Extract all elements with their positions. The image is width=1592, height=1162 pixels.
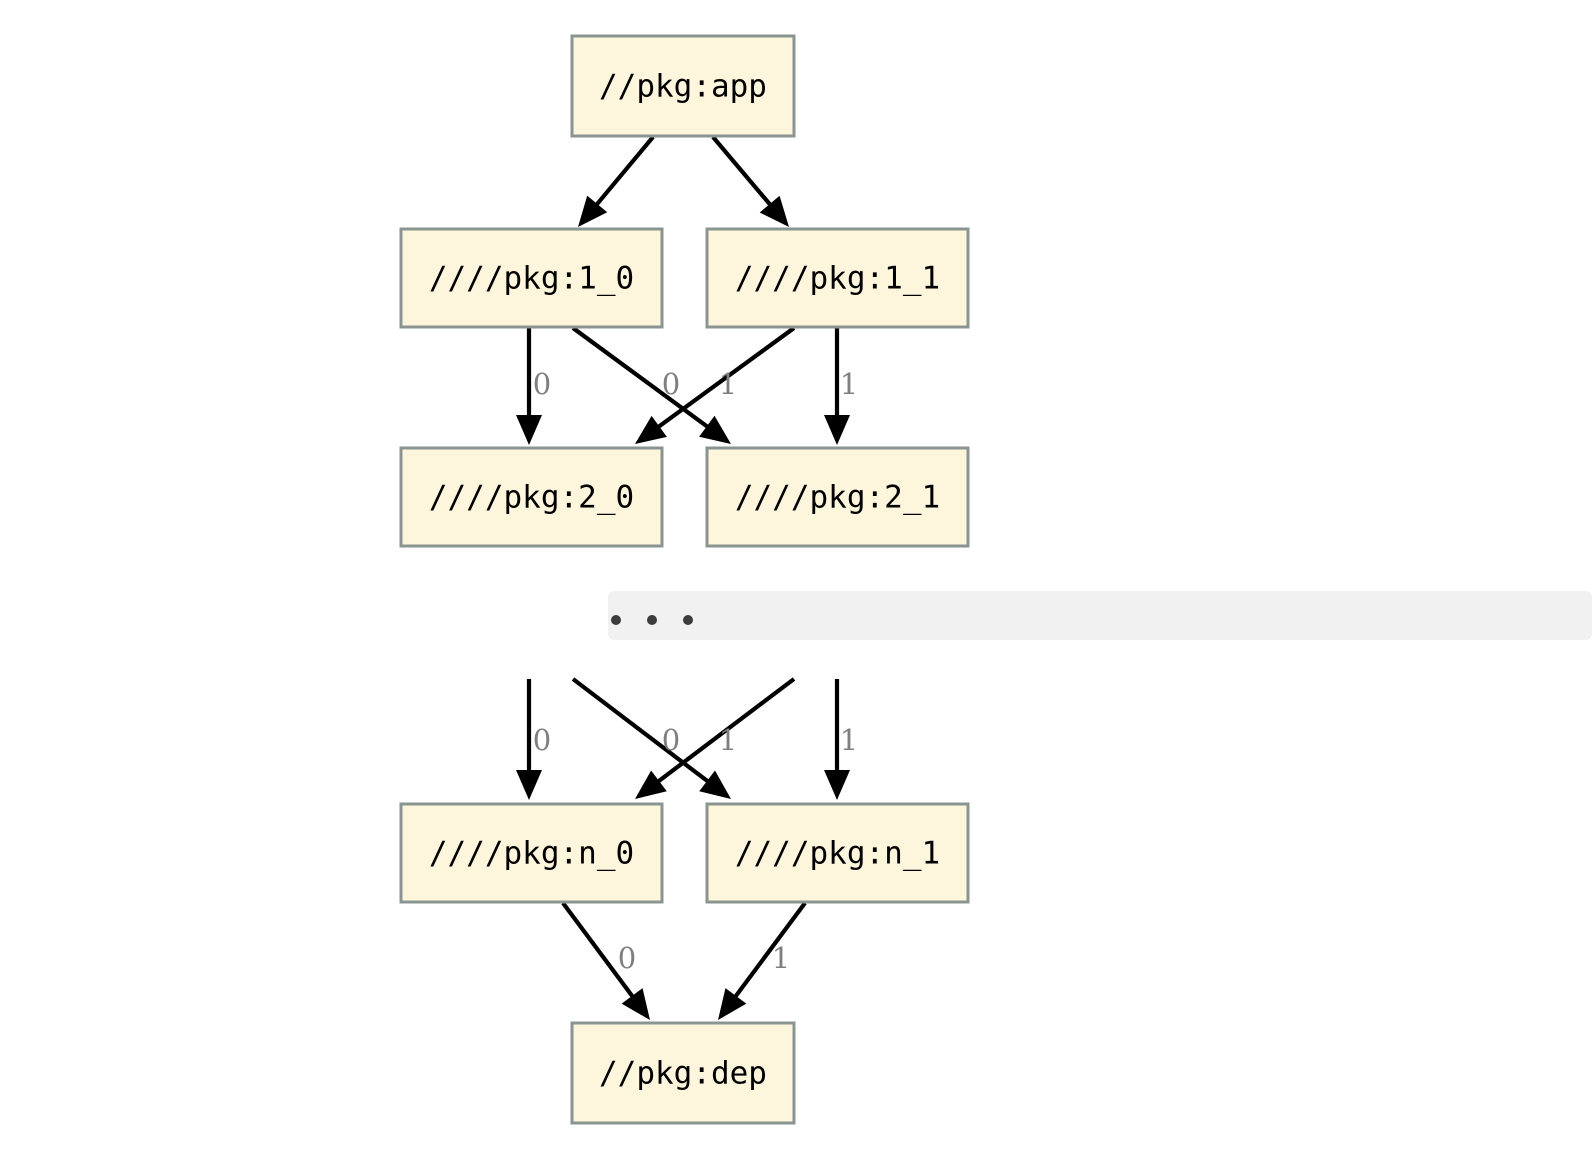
node-label: ////pkg:2_0: [429, 480, 634, 516]
edge-label: 0: [533, 723, 551, 757]
node-box[interactable]: [399, 227, 664, 329]
node-label: //pkg:dep: [599, 1056, 767, 1092]
graph-edge: [711, 135, 789, 227]
ellipsis-band-rect: [608, 591, 1592, 640]
graph-node-ln_1[interactable]: ////pkg:n_1: [705, 802, 970, 904]
edge-arrowhead-icon: [759, 195, 789, 227]
edge-line: [652, 677, 796, 787]
node-box[interactable]: [705, 227, 970, 329]
node-box[interactable]: [570, 34, 796, 138]
edge-arrowhead-icon: [718, 988, 747, 1020]
edge-label: 0: [618, 941, 636, 975]
edge-line: [730, 901, 807, 1002]
graph-node-l2_1[interactable]: ////pkg:2_1: [705, 446, 970, 548]
edge-label: 1: [840, 723, 858, 757]
node-box[interactable]: [570, 1021, 796, 1125]
graph-node-ln_0[interactable]: ////pkg:n_0: [399, 802, 664, 904]
node-label: ////pkg:n_1: [735, 836, 940, 872]
graph-edge: [635, 326, 796, 444]
graph-edge: [571, 326, 731, 444]
graph-edge: [635, 677, 796, 799]
edge-label: 0: [662, 367, 680, 401]
edge-label: 1: [772, 941, 790, 975]
graph-node-l1_0[interactable]: ////pkg:1_0: [399, 227, 664, 329]
graph-edge: [824, 328, 850, 445]
edge-line: [711, 135, 776, 211]
edge-arrowhead-icon: [699, 415, 731, 444]
edge-arrowhead-icon: [578, 195, 608, 227]
node-box[interactable]: [705, 802, 970, 904]
edge-label: 0: [533, 367, 551, 401]
graph-node-dep[interactable]: //pkg:dep: [570, 1021, 796, 1125]
edge-label: 1: [719, 367, 737, 401]
node-label: ////pkg:2_1: [735, 480, 940, 516]
nodes-layer: //pkg:app ////pkg:1_0 ////pkg:1_1 ////pkg:2…: [399, 34, 970, 1125]
edge-label: 1: [840, 367, 858, 401]
edge-line: [653, 326, 796, 432]
edge-arrowhead-icon: [635, 415, 667, 444]
edge-labels-layer: 0 0 1 1 0 0 1 1 0 1: [533, 367, 858, 975]
node-box[interactable]: [399, 446, 664, 548]
edge-line: [561, 901, 638, 1002]
edge-label: 1: [719, 723, 737, 757]
graph-edge: [824, 679, 850, 800]
graph-node-l1_1[interactable]: ////pkg:1_1: [705, 227, 970, 329]
edge-arrowhead-icon: [824, 415, 850, 445]
ellipsis-band: [608, 591, 1592, 640]
node-label: ////pkg:1_0: [429, 261, 634, 297]
ellipsis-dot: [647, 615, 657, 625]
graph-edge: [718, 901, 807, 1020]
edge-line: [591, 135, 655, 210]
node-label: ////pkg:1_1: [735, 261, 940, 297]
node-label: //pkg:app: [599, 69, 767, 105]
edge-line: [571, 677, 714, 787]
edge-arrowhead-icon: [635, 770, 667, 799]
edge-arrowhead-icon: [824, 770, 850, 800]
ellipsis-dot: [611, 615, 621, 625]
ellipsis-dot: [683, 615, 693, 625]
node-label: ////pkg:n_0: [429, 836, 634, 872]
graph-node-app[interactable]: //pkg:app: [570, 34, 796, 138]
edge-arrowhead-icon: [699, 770, 731, 799]
graph-edge: [578, 135, 655, 227]
graph-edge: [516, 328, 542, 445]
node-box[interactable]: [705, 446, 970, 548]
graph-edge: [561, 901, 650, 1020]
edge-arrowhead-icon: [516, 415, 542, 445]
edges-layer: [516, 135, 850, 1020]
graph-edge: [516, 679, 542, 800]
graph-edge: [571, 677, 731, 799]
graph-node-l2_0[interactable]: ////pkg:2_0: [399, 446, 664, 548]
edge-label: 0: [662, 723, 680, 757]
node-box[interactable]: [399, 802, 664, 904]
edge-line: [571, 326, 713, 432]
edge-arrowhead-icon: [621, 988, 650, 1020]
edge-arrowhead-icon: [516, 770, 542, 800]
